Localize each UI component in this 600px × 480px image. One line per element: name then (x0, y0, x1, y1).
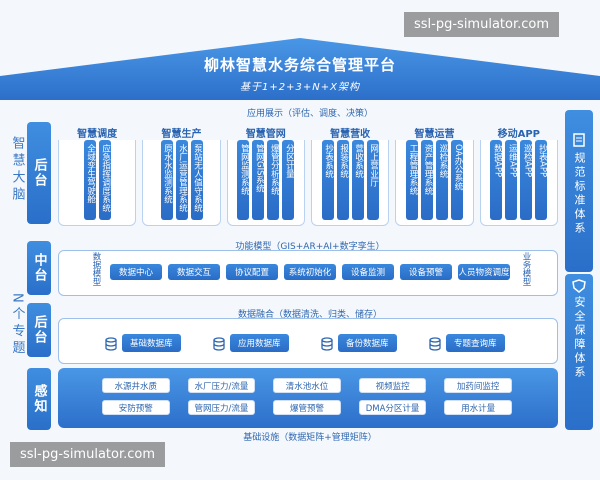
page-title: 柳林智慧水务综合管理平台 (203, 56, 396, 74)
database-item[interactable]: 专题查询库 (428, 334, 505, 352)
sense-item[interactable]: 加药间监控 (444, 378, 512, 393)
module-item[interactable]: 运维APP (505, 140, 518, 220)
database-label: 备份数据库 (338, 334, 397, 352)
module-item[interactable]: OA办公系统 (451, 140, 463, 220)
business-model-tag: 业务模型 (521, 252, 531, 286)
module-item[interactable]: 泵站无人值守系统 (190, 140, 203, 220)
sense-item[interactable]: 水源井水质 (102, 378, 170, 393)
layer-func-model: 功能模型（GIS+AR+AI+数字孪生） (235, 242, 385, 252)
data-model-tag: 数据模型 (91, 252, 101, 286)
middle-chip[interactable]: 系统初始化 (284, 264, 336, 280)
database-icon (320, 336, 334, 351)
page-subtitle: 基于1+2+3+N+X架构 (240, 82, 360, 93)
module-item[interactable]: 爆管分析系统 (267, 140, 280, 220)
database-item[interactable]: 备份数据库 (320, 334, 397, 352)
database-icon (212, 336, 226, 351)
middle-chip[interactable]: 数据中心 (110, 264, 162, 280)
middle-chip[interactable]: 协议配置 (226, 264, 278, 280)
module-item[interactable]: 抄表系统 (321, 140, 334, 220)
module-item[interactable]: 巡检APP (520, 140, 533, 220)
module-item[interactable]: 数据APP (490, 140, 503, 220)
module-card (58, 130, 137, 226)
roof-banner (0, 38, 600, 100)
sense-item[interactable]: 爆管预警 (273, 400, 341, 415)
module-item[interactable]: 抄表APP (535, 140, 548, 220)
module-item[interactable]: 网上营业厅 (366, 140, 379, 220)
sense-item[interactable]: 管网压力/流量 (187, 400, 256, 415)
sense-label: 感知 (27, 368, 51, 430)
module-item[interactable]: 原水水监测系统 (160, 140, 173, 220)
module-item[interactable]: 巡检系统 (436, 140, 448, 220)
module-title: 移动APP (479, 125, 558, 140)
module-item[interactable]: 报装系统 (336, 140, 349, 220)
sense-item[interactable]: 安防预警 (102, 400, 170, 415)
module-item[interactable]: 营收系统 (351, 140, 364, 220)
sense-panel (58, 368, 558, 428)
module-title: 智慧生产 (142, 125, 221, 140)
middle-chip[interactable]: 人员物资调度 (458, 264, 510, 280)
module-title: 智慧管网 (226, 125, 305, 140)
database-item[interactable]: 应用数据库 (212, 334, 289, 352)
standards-bar (565, 110, 593, 272)
n-topics-label: N个专题 (9, 292, 25, 358)
module-item[interactable]: 工程管理系统 (406, 140, 418, 220)
database-icon (104, 336, 118, 351)
watermark-bottom: ssl-pg-simulator.com (10, 442, 166, 467)
module-item[interactable]: 应急指挥调度系统 (98, 140, 111, 220)
shield-icon (571, 278, 587, 293)
database-label: 基础数据库 (122, 334, 181, 352)
security-label: 安全保障体系 (573, 296, 586, 380)
layer-infra: 基础设施（数据矩阵+管理矩阵） (243, 433, 377, 443)
module-item[interactable]: 分区计量 (282, 140, 295, 220)
security-bar (565, 274, 593, 430)
module-title: 智慧运营 (395, 125, 474, 140)
middle-chip[interactable]: 设备预警 (400, 264, 452, 280)
sense-item[interactable]: 清水池水位 (273, 378, 341, 393)
module-item[interactable]: 资产管理系统 (421, 140, 433, 220)
sense-item[interactable]: DMA分区计量 (358, 400, 427, 415)
module-title: 智慧营收 (311, 125, 390, 140)
middle-chip[interactable]: 设备监测 (342, 264, 394, 280)
backend-top-label: 后台 (27, 122, 51, 224)
module-item[interactable]: 管网监测系统 (237, 140, 250, 220)
module-item[interactable]: 水厂运营管理系统 (175, 140, 188, 220)
database-label: 专题查询库 (446, 334, 505, 352)
database-icon (428, 336, 442, 351)
database-label: 应用数据库 (230, 334, 289, 352)
layer-app-show: 应用展示（评估、调度、决策） (246, 109, 373, 119)
middle-chip[interactable]: 数据交互 (168, 264, 220, 280)
standards-label: 规范标准体系 (573, 152, 586, 236)
sense-item[interactable]: 视频监控 (358, 378, 427, 393)
module-item[interactable]: 全域孪生驾驶舱 (83, 140, 96, 220)
layer-data-fusion: 数据融合（数据清洗、归类、储存） (237, 310, 382, 320)
middle-label: 中台 (27, 241, 51, 295)
sense-item[interactable]: 水厂压力/流量 (187, 378, 256, 393)
database-item[interactable]: 基础数据库 (104, 334, 181, 352)
watermark-top: ssl-pg-simulator.com (404, 12, 560, 37)
module-title: 智慧调度 (58, 125, 137, 140)
backend-label: 后台 (27, 303, 51, 357)
brain-label: 智慧大脑 (9, 136, 25, 204)
document-icon (571, 132, 587, 147)
sense-item[interactable]: 用水计量 (444, 400, 512, 415)
module-item[interactable]: 管网GIS系统 (252, 140, 265, 220)
